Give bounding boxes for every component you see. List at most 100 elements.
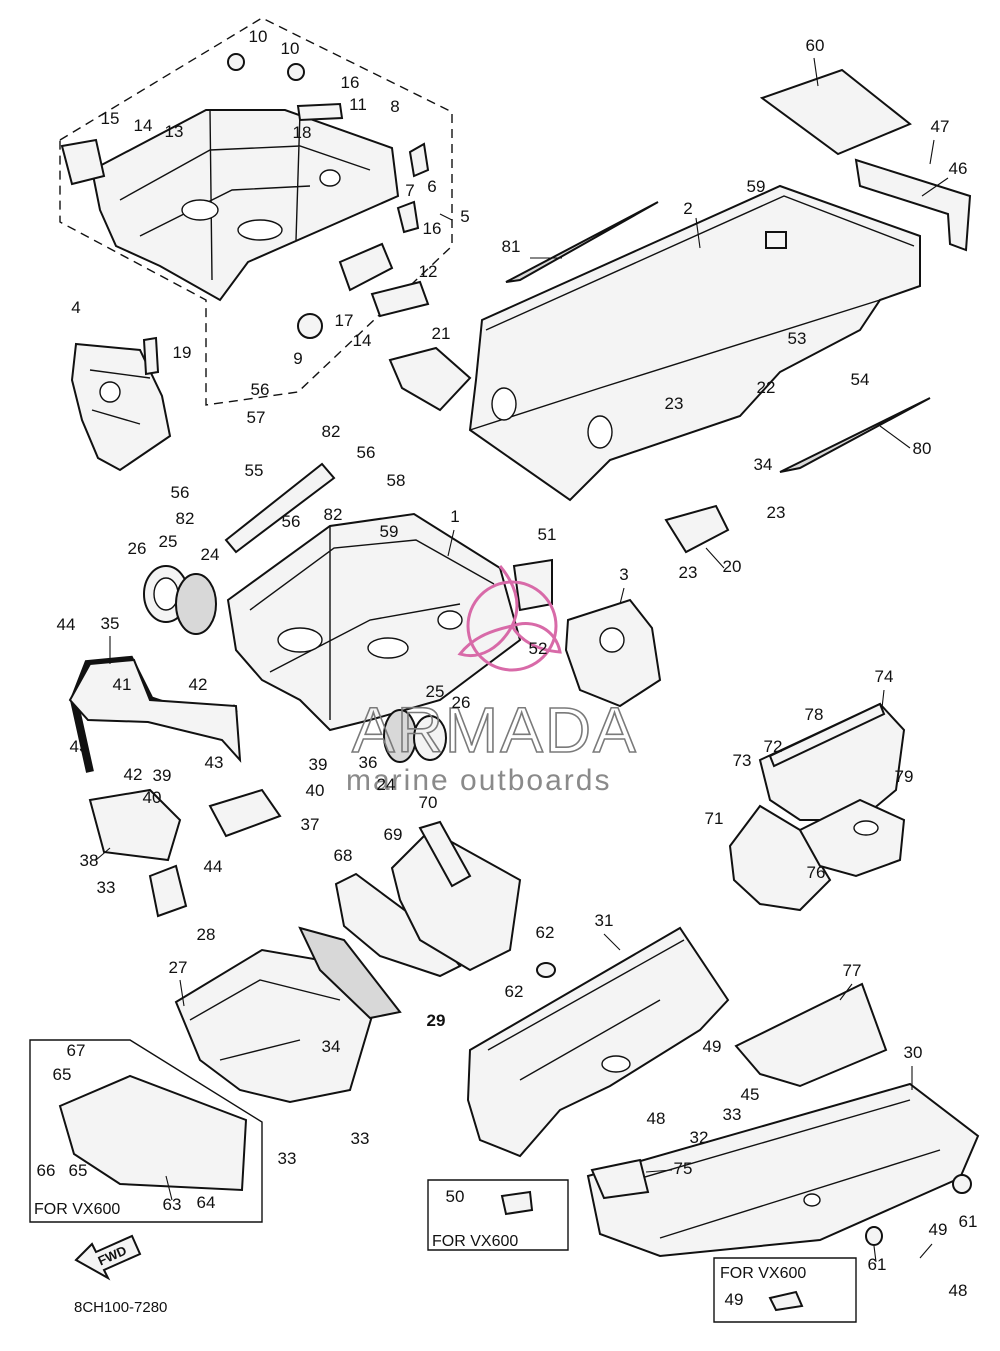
plug-61a bbox=[952, 1174, 972, 1194]
rail-78 bbox=[768, 702, 886, 768]
bracket-11 bbox=[296, 102, 344, 122]
callout-33: 33 bbox=[723, 1105, 742, 1124]
deck-hole-1 bbox=[491, 387, 517, 421]
plate-28 bbox=[148, 864, 188, 918]
callout-66: 66 bbox=[37, 1161, 56, 1180]
frame-subassembly-group bbox=[59, 17, 472, 472]
hull-cover-30-edge bbox=[599, 1099, 941, 1239]
callout-21: 21 bbox=[432, 324, 451, 343]
callout-47: 47 bbox=[931, 117, 950, 136]
pad-50 bbox=[500, 1190, 534, 1216]
middle-frame-hole-3 bbox=[437, 610, 463, 630]
callout-59: 59 bbox=[380, 522, 399, 541]
callout-50: 50 bbox=[446, 1187, 465, 1206]
callout-43: 43 bbox=[70, 737, 89, 756]
leader-75 bbox=[645, 1169, 673, 1173]
vx600-note-right: FOR VX600 bbox=[720, 1265, 806, 1282]
bracket-19 bbox=[142, 336, 160, 376]
frame-hole-2 bbox=[237, 219, 283, 241]
deck-plate-edge bbox=[469, 195, 915, 431]
callout-41: 41 bbox=[113, 675, 132, 694]
callout-46: 46 bbox=[949, 159, 968, 178]
leader-5 bbox=[439, 213, 453, 221]
hull-cover-30-hole bbox=[803, 1193, 821, 1207]
frame-hole-3 bbox=[319, 169, 341, 187]
callout-25: 25 bbox=[426, 682, 445, 701]
panel-71 bbox=[728, 804, 832, 912]
cover-63 bbox=[58, 1074, 248, 1192]
handle-bar-35-body bbox=[68, 658, 242, 763]
diagram-code: 8CH100-7280 bbox=[74, 1299, 167, 1316]
leader-lines bbox=[95, 57, 949, 1263]
callout-24: 24 bbox=[377, 775, 396, 794]
callout-44: 44 bbox=[204, 857, 223, 876]
hull-cover-31-edge bbox=[487, 939, 685, 1081]
front-cover-group bbox=[29, 926, 402, 1223]
callout-82: 82 bbox=[176, 509, 195, 528]
leader-3 bbox=[619, 587, 625, 605]
leader-77 bbox=[839, 983, 853, 1001]
callout-53: 53 bbox=[788, 329, 807, 348]
bracket-17 bbox=[338, 242, 394, 292]
callout-18: 18 bbox=[293, 123, 312, 142]
callout-44: 44 bbox=[57, 615, 76, 634]
grip-group bbox=[68, 655, 282, 918]
callout-81: 81 bbox=[502, 237, 521, 256]
callout-77: 77 bbox=[843, 961, 862, 980]
bracket-20 bbox=[664, 504, 730, 554]
callout-3: 3 bbox=[619, 565, 628, 584]
callout-61: 61 bbox=[959, 1212, 978, 1231]
callout-2: 2 bbox=[683, 199, 692, 218]
pad-75 bbox=[590, 1158, 650, 1200]
panel-76 bbox=[798, 798, 906, 878]
deck-plate-2 bbox=[468, 184, 921, 502]
callout-39: 39 bbox=[153, 766, 172, 785]
callout-73: 73 bbox=[733, 751, 752, 770]
cover-70 bbox=[418, 820, 472, 888]
callout-55: 55 bbox=[245, 461, 264, 480]
bracket-37 bbox=[208, 788, 282, 838]
callout-33: 33 bbox=[278, 1149, 297, 1168]
callout-20: 20 bbox=[723, 557, 742, 576]
leader-38 bbox=[95, 847, 111, 861]
lower-hull-group bbox=[427, 926, 980, 1323]
leader-63 bbox=[165, 1175, 173, 1201]
leader-20 bbox=[705, 547, 725, 569]
callout-39: 39 bbox=[309, 755, 328, 774]
callout-56: 56 bbox=[251, 380, 270, 399]
plug-62 bbox=[536, 962, 556, 978]
callout-75: 75 bbox=[674, 1159, 693, 1178]
callout-58: 58 bbox=[387, 471, 406, 490]
leader-61 bbox=[873, 1245, 877, 1263]
leader-46 bbox=[921, 177, 949, 197]
grommet-10a bbox=[227, 53, 245, 71]
blade-81 bbox=[505, 201, 659, 283]
callout-42: 42 bbox=[189, 675, 208, 694]
vx600-middle-box bbox=[427, 1179, 569, 1251]
callout-16: 16 bbox=[423, 219, 442, 238]
callout-7: 7 bbox=[405, 181, 414, 200]
leader-80 bbox=[879, 425, 911, 449]
deck-cover-60 bbox=[759, 68, 912, 156]
callout-43: 43 bbox=[205, 753, 224, 772]
callout-42: 42 bbox=[124, 765, 143, 784]
callout-23: 23 bbox=[665, 394, 684, 413]
plug-61b bbox=[865, 1226, 883, 1246]
callout-40: 40 bbox=[306, 781, 325, 800]
callout-49: 49 bbox=[725, 1290, 744, 1309]
callout-9: 9 bbox=[293, 349, 302, 368]
callout-62: 62 bbox=[536, 923, 555, 942]
callout-36: 36 bbox=[359, 753, 378, 772]
frame-hole-1 bbox=[181, 199, 219, 221]
callout-26: 26 bbox=[452, 693, 471, 712]
callout-74: 74 bbox=[875, 667, 894, 686]
rear-block-3 bbox=[564, 598, 662, 708]
callout-69: 69 bbox=[384, 825, 403, 844]
callout-4: 4 bbox=[71, 298, 80, 317]
side-panel-group bbox=[728, 702, 906, 912]
pad-59-upper bbox=[765, 231, 787, 249]
grate-29 bbox=[298, 926, 402, 1020]
vx600-note-left: FOR VX600 bbox=[34, 1201, 120, 1218]
callout-65: 65 bbox=[69, 1161, 88, 1180]
blade-80 bbox=[779, 397, 931, 473]
